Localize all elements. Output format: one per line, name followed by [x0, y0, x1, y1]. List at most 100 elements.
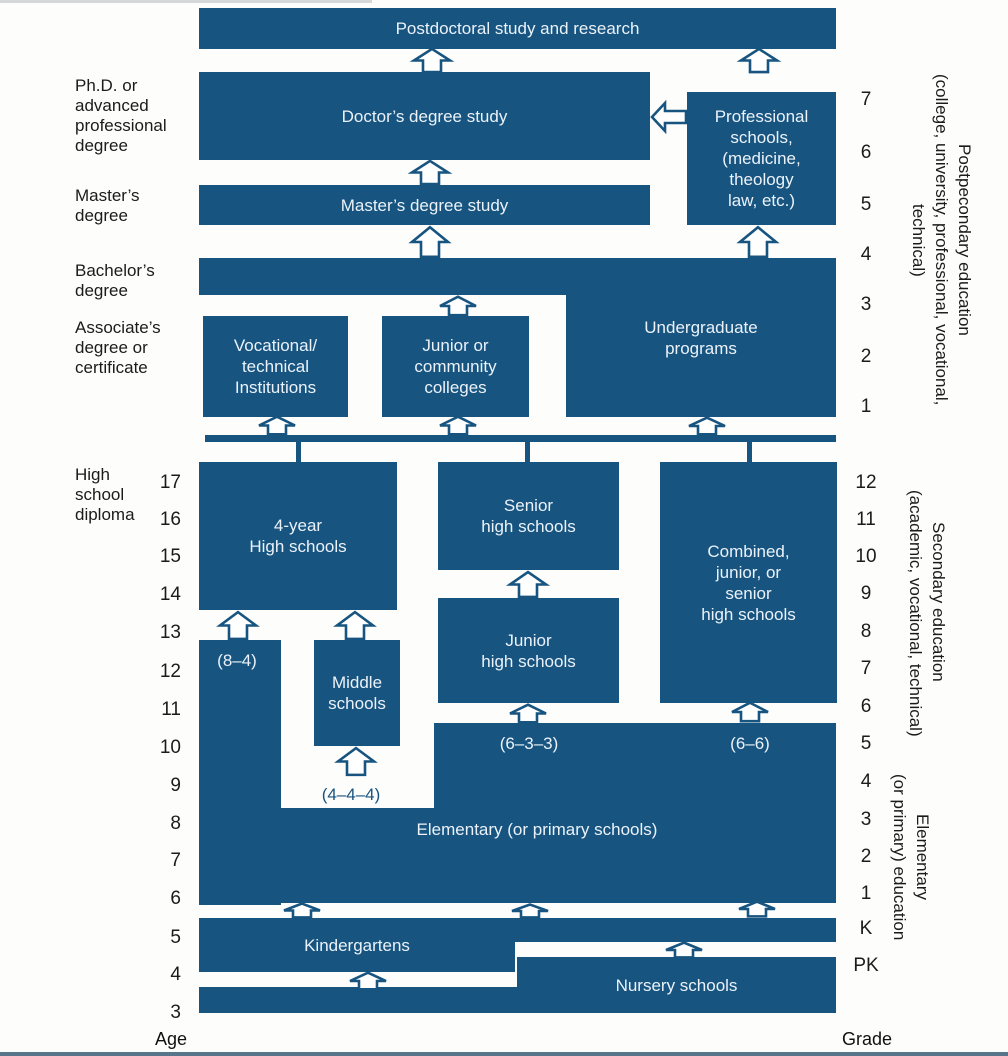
box-label-line: programs [665, 338, 737, 358]
box-label-line: schools [328, 694, 386, 713]
box-elementary-left [281, 808, 441, 903]
arrow-prof-to-doctor-icon [651, 98, 687, 137]
box-label-line: theology [729, 170, 794, 189]
arrow-kg-to-elem-mid-icon [511, 904, 549, 918]
section-label-postsecondary: Postpecondary education(college, univers… [907, 50, 976, 430]
arrow-master-to-doctor-icon [411, 160, 449, 185]
box-label-line: Vocational/ [233, 336, 318, 355]
box-label-line: technical [241, 357, 310, 376]
box-label-line: Master’s degree study [340, 195, 509, 215]
box-label-line: Junior [505, 630, 552, 650]
box-kindergartens [199, 918, 515, 972]
section-label-line: (college, university, professional, voca… [932, 74, 951, 406]
section-label-line: technical) [909, 203, 928, 277]
box-label-line: Institutions [234, 378, 317, 397]
box-divider-drop-1 [296, 441, 301, 463]
box-label-line: colleges [424, 378, 487, 397]
arrow-divider-to-undergrad-icon [688, 417, 726, 435]
box-postdoctoral [199, 8, 836, 49]
box-combined-high-schools [660, 462, 837, 703]
box-label-line: high schools [701, 604, 796, 624]
box-label-kindergartens: Kindergartens [199, 918, 515, 972]
arrow-doctor-to-postdoc-icon [413, 48, 451, 73]
degree-label-line: advanced [75, 96, 149, 115]
degree-label-line: degree [75, 206, 128, 225]
age-value: 8 [170, 813, 181, 834]
box-label-nursery-schools: Nursery schools [517, 957, 836, 1013]
grade-value: 7 [860, 658, 872, 679]
arrow-kg-to-elem-right-icon [738, 901, 776, 917]
arrow-divider-to-juniorcollege-icon [439, 416, 477, 435]
age-value: 16 [159, 509, 181, 530]
box-label-line: Combined, [707, 541, 790, 561]
box-elementary-main [434, 723, 836, 903]
arrow-kg-to-elem-left-icon [283, 903, 321, 918]
box-vocational-technical [203, 316, 348, 417]
box-label-line: Professional [714, 107, 809, 126]
degree-label-line: degree [75, 281, 128, 300]
box-label-line: high schools [481, 651, 576, 671]
box-label-line: Kindergartens [304, 935, 410, 955]
age-value: 9 [170, 775, 181, 796]
age-value: 13 [159, 622, 181, 643]
grade-value: 5 [860, 194, 872, 215]
box-label-line: junior, or [715, 562, 782, 582]
grade-value: 1 [860, 883, 872, 904]
degree-label-line: school [75, 485, 125, 504]
box-undergraduate [566, 258, 836, 417]
degree-label-line: Ph.D. or [75, 76, 138, 95]
box-label-postdoctoral: Postdoctoral study and research [199, 8, 836, 49]
arrow-juniorcollege-to-bachelor-icon [439, 296, 477, 316]
age-axis-label: Age [154, 1029, 188, 1049]
bottom-edge-artifact [0, 1052, 1008, 1056]
section-label-line: (academic, vocational, technical) [906, 490, 925, 737]
grade-value: PK [853, 955, 879, 976]
arrow-bachelor-to-prof-icon [739, 226, 777, 258]
grade-value: 3 [860, 294, 872, 315]
box-nursery-schools [517, 957, 836, 1013]
arrow-elem-to-middle-icon [337, 747, 375, 776]
arrow-divider-to-vocational-icon [258, 416, 296, 435]
grade-value: 9 [860, 583, 872, 604]
box-label-doctors-degree: Doctor’s degree study [199, 72, 650, 160]
grade-value: 12 [855, 472, 877, 493]
box-senior-high-schools [438, 462, 619, 570]
arrow-middle-to-4year-icon [336, 611, 374, 640]
box-label-line: community [414, 357, 497, 376]
box-divider-drop-2 [525, 441, 530, 463]
box-divider-drop-3 [747, 441, 752, 463]
box-label-junior-community-colleges: Junior or community colleges [382, 316, 529, 417]
box-junior-high-schools [438, 598, 619, 703]
arrow-elem-to-juniorhs-icon [509, 704, 547, 723]
section-label-line: Elementary [913, 814, 932, 900]
grade-value: 1 [860, 396, 872, 417]
annotation-plan-8-4: (8–4) [217, 651, 257, 670]
degree-label-line: Master’s [75, 186, 140, 205]
grade-value: 2 [860, 846, 872, 867]
annotation-plan-6-3-3: (6–3–3) [499, 734, 559, 753]
arrow-bachelor-to-master-icon [411, 226, 449, 258]
box-label-line: Middle [331, 673, 383, 692]
grade-value: 2 [860, 346, 872, 367]
box-label-line: (medicine, [722, 149, 801, 168]
box-postsecondary-divider [205, 435, 836, 442]
arrow-juniorhs-to-seniorhs-icon [509, 571, 547, 598]
arrow-prof-to-postdoc-icon [740, 48, 778, 73]
arrow-nursery-to-k-icon [665, 942, 703, 958]
box-label-line: Junior or [422, 336, 489, 355]
grade-value: 4 [860, 244, 872, 265]
